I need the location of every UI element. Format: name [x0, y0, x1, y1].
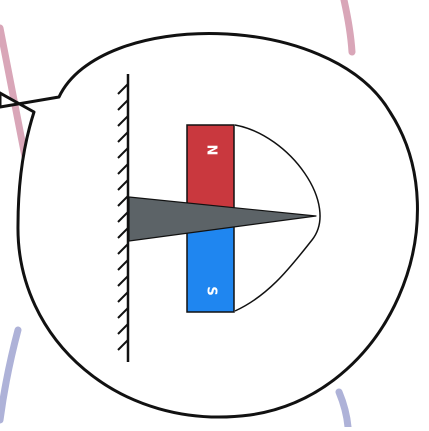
wall-hatching — [117, 83, 129, 351]
south-pole-label: S — [204, 286, 219, 295]
magnet-north-half — [186, 124, 235, 219]
magnet-field-curve — [234, 124, 321, 312]
magnet-south-half — [186, 217, 235, 313]
field-line-blue-right — [335, 388, 352, 431]
field-line-pink-right — [340, 0, 356, 56]
field-line-blue-left — [0, 326, 22, 424]
pointer-wedge — [128, 196, 317, 242]
north-pole-label: N — [204, 145, 219, 156]
